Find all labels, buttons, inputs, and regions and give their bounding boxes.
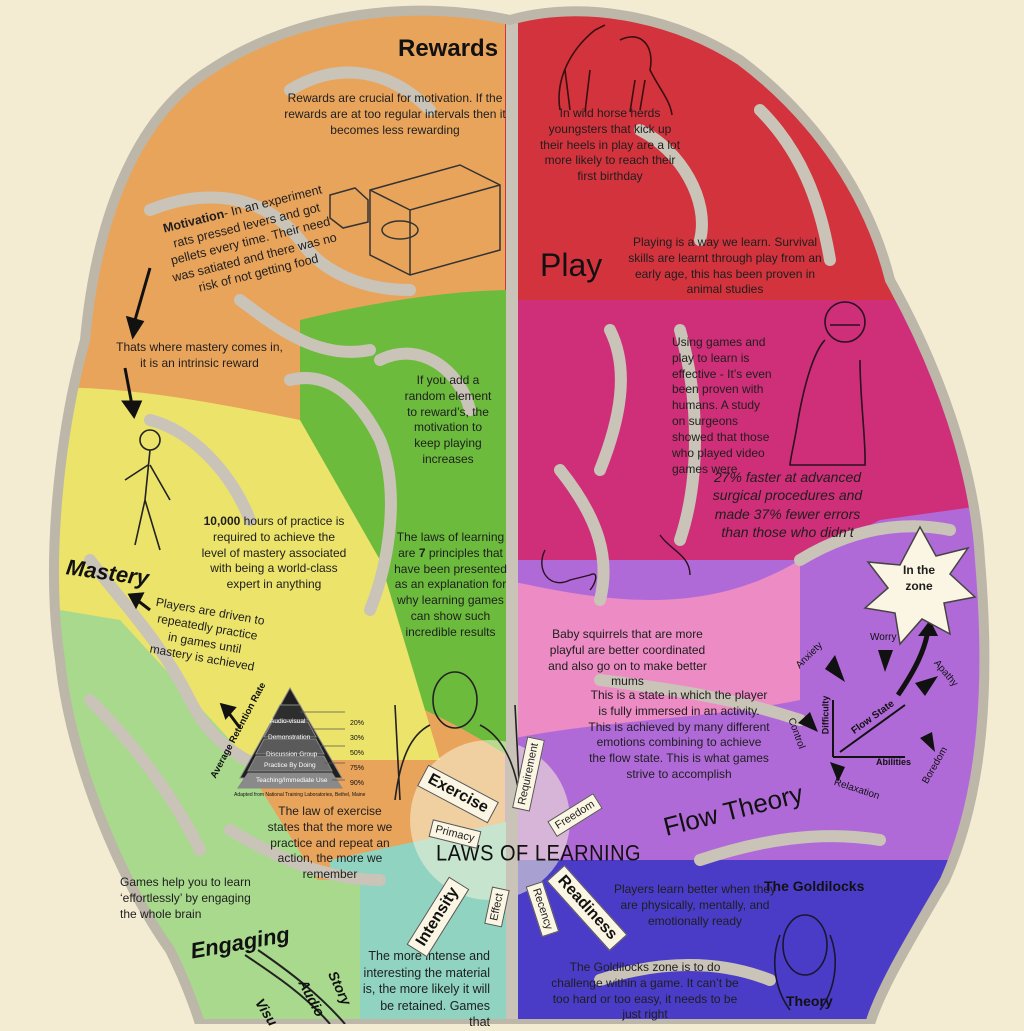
pyramid-pct-3: 50% xyxy=(350,750,365,757)
pyramid-pct-1: 20% xyxy=(350,720,365,727)
pyramid-pct-4: 75% xyxy=(350,765,365,772)
pyramid-level-2: Demonstration xyxy=(268,734,311,741)
surgeons-result: 27% faster at advanced surgical procedur… xyxy=(712,469,863,541)
pyramid-level-4: Practice By Doing xyxy=(264,762,316,769)
play-learn-text: Playing is a way we learn. Survival skil… xyxy=(628,235,822,297)
pyramid-level-3: Discussion Group xyxy=(266,751,318,758)
squirrels-text: Baby squirrels that are more playful are… xyxy=(548,627,707,689)
arrows xyxy=(121,267,242,729)
pyramid-pct-2: 30% xyxy=(350,735,365,742)
rat-box-sketch xyxy=(329,164,501,276)
engaging-text: Games help you to learn ‘effortlessly’ b… xyxy=(120,875,251,921)
rewards-title: Rewards xyxy=(398,35,499,62)
readiness-text: Players learn better when they are physi… xyxy=(613,882,777,928)
laws-intro-b: principles that have been presented as a… xyxy=(394,545,507,639)
climber-sketch xyxy=(124,429,171,551)
laws-intro-a: The laws of learning are xyxy=(396,530,505,560)
intensity-law-text: The more intense and interesting the mat… xyxy=(362,949,490,1029)
retention-pyramid xyxy=(237,686,343,789)
flow-abilities: Abilities xyxy=(876,757,912,767)
practice-hours-text: 10,000 hours of practice is required to … xyxy=(200,514,348,593)
goldilocks-title: The Goldilocks xyxy=(764,878,865,894)
in-the-zone-burst xyxy=(863,525,977,646)
teacher-sketch xyxy=(394,671,521,801)
play-title: Play xyxy=(540,247,603,283)
rewards-intro: Rewards are crucial for motivation. If t… xyxy=(284,91,506,137)
exercise-law-text: The law of exercise states that the more… xyxy=(267,804,393,882)
pyramid-pct-5: 90% xyxy=(350,780,365,787)
flow-description: This is a state in which the player is f… xyxy=(588,688,770,782)
practice-hours-number: 10,000 xyxy=(203,514,241,528)
surgeon-sketch xyxy=(789,301,866,466)
flow-worry: Worry xyxy=(870,632,897,643)
in-the-zone-text: In the zone xyxy=(903,563,935,593)
laws-intro-number: 7 xyxy=(418,545,426,560)
horses-text: In wild horse herds youngsters that kick… xyxy=(539,106,681,184)
goldilocks-sketch xyxy=(774,914,836,1011)
squirrel-sketch xyxy=(541,534,691,591)
mastery-intro: Thats where mastery comes in, it is an i… xyxy=(116,340,283,370)
goldilocks-theory-label: Theory xyxy=(786,993,833,1009)
random-element-text: If you add a random element to reward’s,… xyxy=(404,373,492,467)
practice-hours-body: hours of practice is required to achieve… xyxy=(201,514,347,592)
pyramid-level-5: Teaching/Immediate Use xyxy=(256,777,328,784)
laws-intro: The laws of learning are 7 principles th… xyxy=(388,530,513,641)
pyramid-caption: Adapted from National Training Laborator… xyxy=(234,792,366,798)
horses-sketch xyxy=(558,24,673,116)
surgeons-text: Using games and play to learn is effecti… xyxy=(672,335,772,476)
goldilocks-text: The Goldilocks zone is to do challenge w… xyxy=(551,960,739,1022)
flow-difficulty: Difficulty xyxy=(820,695,831,735)
pyramid-level-1: Audio-visual xyxy=(270,718,306,725)
